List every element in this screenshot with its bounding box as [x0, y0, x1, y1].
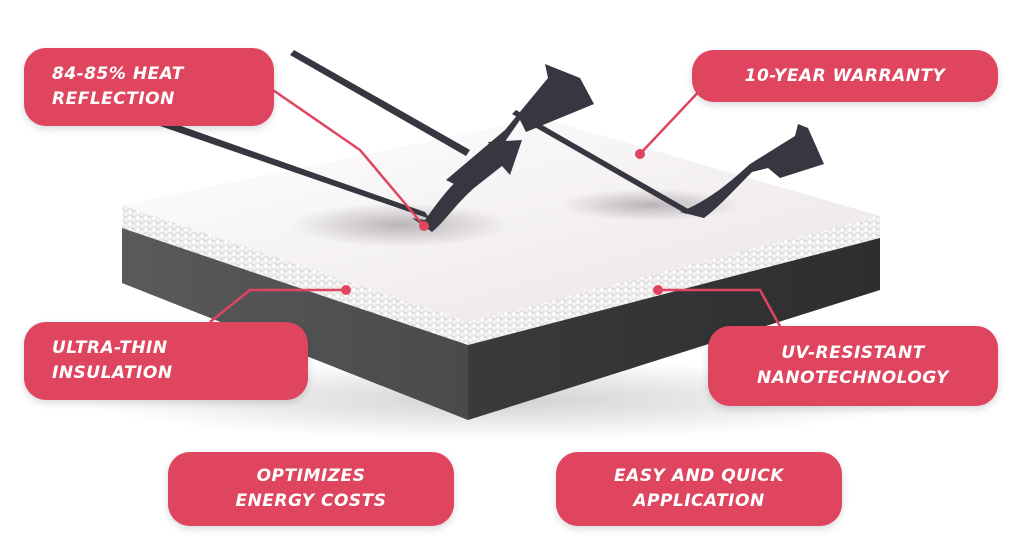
- coating-right-edge: [468, 216, 880, 345]
- optimizes-label: OPTIMIZES ENERGY COSTS: [168, 452, 454, 526]
- reflected-heat-arrow: [512, 110, 824, 218]
- warranty-label: 10-YEAR WARRANTY: [692, 50, 998, 102]
- optimizes-line2: ENERGY COSTS: [235, 491, 387, 511]
- reflected-heat-arrow: [160, 50, 594, 232]
- base-right-face: [468, 230, 880, 420]
- uv-resistant-line1: UV-RESISTANT: [781, 343, 925, 363]
- optimizes-line1: OPTIMIZES: [256, 466, 366, 486]
- base-left-face: [122, 218, 468, 420]
- ultra-thin-line1: ULTRA-THIN: [52, 338, 168, 358]
- callout-dots: [341, 149, 663, 295]
- ultra-thin-line2: INSULATION: [52, 363, 173, 383]
- warranty-line1: 10-YEAR WARRANTY: [744, 65, 946, 86]
- uv-resistant-line2: NANOTECHNOLOGY: [757, 368, 949, 388]
- ultra-thin-label: ULTRA-THIN INSULATION: [24, 322, 308, 400]
- uv-resistant-label: UV-RESISTANT NANOTECHNOLOGY: [708, 326, 998, 406]
- heat-reflection-line1: 84-85% HEAT: [52, 64, 184, 84]
- heat-reflection-line2: REFLECTION: [52, 89, 175, 109]
- arrow-shadow: [290, 203, 510, 247]
- easy-line1: EASY AND QUICK: [614, 466, 784, 486]
- heat-reflection-label: 84-85% HEAT REFLECTION: [24, 48, 274, 126]
- easy-application-label: EASY AND QUICK APPLICATION: [556, 452, 842, 526]
- coating-left-edge: [122, 205, 468, 345]
- callout-connectors: [209, 85, 784, 331]
- easy-line2: APPLICATION: [633, 491, 765, 511]
